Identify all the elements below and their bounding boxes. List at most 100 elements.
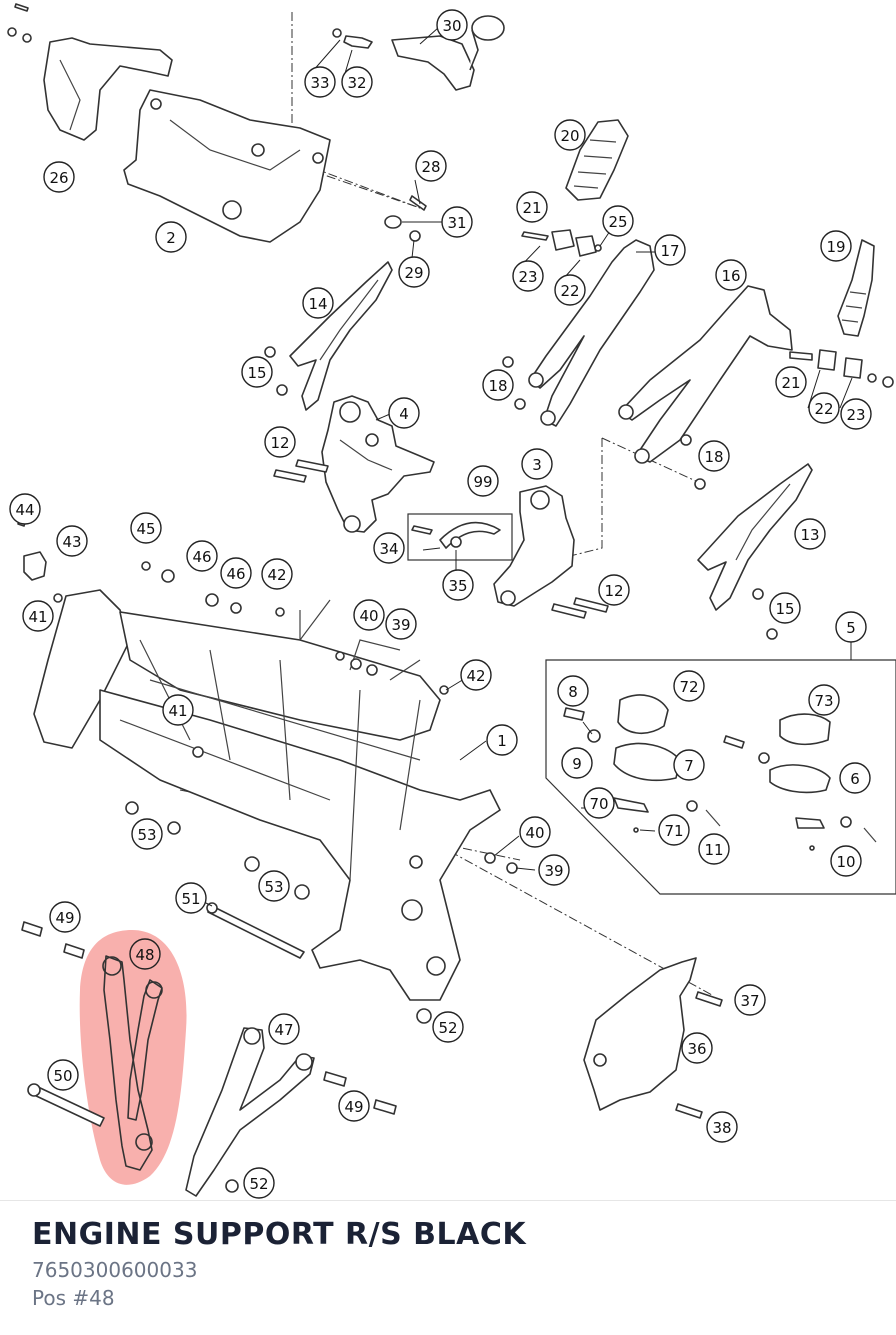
footrest-bracket-part-4[interactable]	[321, 395, 435, 533]
callout-53[interactable]: 53	[258, 870, 290, 902]
callout-12[interactable]: 12	[598, 574, 630, 606]
callout-71[interactable]: 71	[658, 814, 690, 846]
callout-45[interactable]: 45	[130, 512, 162, 544]
callout-40[interactable]: 40	[519, 816, 551, 848]
bolts-49-lower-and-nuts-52	[225, 1008, 432, 1193]
bracket-part-26[interactable]	[43, 37, 173, 141]
callout-6[interactable]: 6	[839, 762, 871, 794]
callout-4[interactable]: 4	[388, 397, 420, 429]
callout-30[interactable]: 30	[436, 9, 468, 41]
footrest-arm-part-17[interactable]	[528, 239, 655, 427]
callout-1[interactable]: 1	[486, 724, 518, 756]
callout-38[interactable]: 38	[706, 1111, 738, 1143]
callout-circle	[56, 525, 88, 557]
callout-13[interactable]: 13	[794, 518, 826, 550]
callout-37[interactable]: 37	[734, 984, 766, 1016]
callout-49[interactable]: 49	[49, 901, 81, 933]
callout-46[interactable]: 46	[220, 557, 252, 589]
callout-23[interactable]: 23	[840, 398, 872, 430]
callout-3[interactable]: 3	[521, 448, 553, 480]
footpeg-rubber-part-19[interactable]	[837, 239, 875, 337]
callout-23[interactable]: 23	[512, 260, 544, 292]
hose-part-30[interactable]	[391, 15, 505, 91]
callout-39[interactable]: 39	[385, 608, 417, 640]
callout-10[interactable]: 10	[830, 845, 862, 877]
callout-2[interactable]: 2	[155, 221, 187, 253]
callout-number: 14	[308, 295, 327, 313]
callout-34[interactable]: 34	[373, 532, 405, 564]
callout-52[interactable]: 52	[432, 1011, 464, 1043]
callout-72[interactable]: 72	[673, 670, 705, 702]
callout-25[interactable]: 25	[602, 205, 634, 237]
kit-box-part-99[interactable]	[407, 513, 513, 561]
heel-guard-part-14[interactable]	[289, 261, 393, 411]
callout-22[interactable]: 22	[554, 274, 586, 306]
bolts-49-upper	[21, 921, 85, 959]
callout-26[interactable]: 26	[43, 161, 75, 193]
callout-11[interactable]: 11	[698, 833, 730, 865]
callout-21[interactable]: 21	[775, 366, 807, 398]
engine-support-part-48[interactable]	[102, 955, 163, 1171]
callout-circle	[794, 518, 826, 550]
cover-part-2[interactable]	[123, 89, 331, 243]
callout-circle	[467, 465, 499, 497]
callout-40[interactable]: 40	[353, 599, 385, 631]
callout-50[interactable]: 50	[47, 1059, 79, 1091]
callout-32[interactable]: 32	[341, 66, 373, 98]
callout-number: 49	[55, 909, 74, 927]
long-bolt-part-51[interactable]	[206, 902, 305, 959]
callout-49[interactable]: 49	[338, 1090, 370, 1122]
callout-44[interactable]: 44	[9, 493, 41, 525]
callout-16[interactable]: 16	[715, 259, 747, 291]
callout-35[interactable]: 35	[442, 569, 474, 601]
callout-46[interactable]: 46	[186, 540, 218, 572]
callout-36[interactable]: 36	[681, 1032, 713, 1064]
callout-51[interactable]: 51	[175, 882, 207, 914]
callout-14[interactable]: 14	[302, 287, 334, 319]
footrest-arm-part-16[interactable]	[618, 285, 793, 464]
callout-28[interactable]: 28	[415, 150, 447, 182]
engine-support-part-47[interactable]	[185, 1027, 315, 1197]
callout-21[interactable]: 21	[516, 191, 548, 223]
callout-number: 49	[344, 1098, 363, 1116]
callout-39[interactable]: 39	[538, 854, 570, 886]
callout-41[interactable]: 41	[162, 694, 194, 726]
callout-7[interactable]: 7	[673, 749, 705, 781]
callout-31[interactable]: 31	[441, 206, 473, 238]
callout-circle	[734, 984, 766, 1016]
callout-70[interactable]: 70	[583, 787, 615, 819]
main-frame-part-1[interactable]	[33, 589, 501, 1001]
footpeg-kit-inset-part-5[interactable]	[545, 640, 896, 895]
callout-number: 21	[781, 374, 800, 392]
sprocket-cover-part-36[interactable]	[583, 957, 697, 1111]
callout-8[interactable]: 8	[557, 675, 589, 707]
callout-18[interactable]: 18	[698, 440, 730, 472]
footpeg-rubber-part-20[interactable]	[565, 119, 629, 201]
callout-15[interactable]: 15	[769, 592, 801, 624]
callout-19[interactable]: 19	[820, 230, 852, 262]
callout-17[interactable]: 17	[654, 234, 686, 266]
callout-12[interactable]: 12	[264, 426, 296, 458]
footrest-bracket-part-3[interactable]	[493, 485, 575, 607]
callout-9[interactable]: 9	[561, 747, 593, 779]
callout-42[interactable]: 42	[460, 659, 492, 691]
callout-33[interactable]: 33	[304, 66, 336, 98]
callout-29[interactable]: 29	[398, 256, 430, 288]
callout-42[interactable]: 42	[261, 558, 293, 590]
callout-99[interactable]: 99	[467, 465, 499, 497]
heel-guard-part-13[interactable]	[697, 463, 813, 611]
callout-20[interactable]: 20	[554, 119, 586, 151]
callout-22[interactable]: 22	[808, 392, 840, 424]
callout-48[interactable]: 48	[129, 938, 161, 970]
bolt-part-50[interactable]	[27, 1083, 105, 1127]
callout-15[interactable]: 15	[241, 356, 273, 388]
callout-18[interactable]: 18	[482, 369, 514, 401]
callout-5[interactable]: 5	[835, 611, 867, 643]
callout-53[interactable]: 53	[131, 818, 163, 850]
callout-41[interactable]: 41	[22, 600, 54, 632]
callout-circle	[538, 854, 570, 886]
callout-73[interactable]: 73	[808, 684, 840, 716]
callout-52[interactable]: 52	[243, 1167, 275, 1199]
callout-43[interactable]: 43	[56, 525, 88, 557]
callout-47[interactable]: 47	[268, 1013, 300, 1045]
